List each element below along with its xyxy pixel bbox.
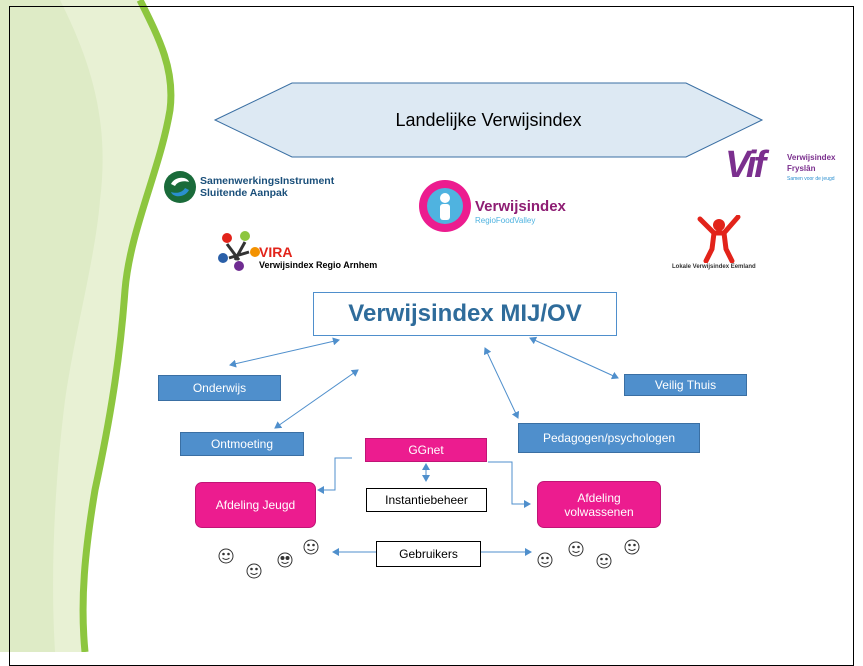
fryslan-mark: Vif [725, 144, 766, 186]
national-index-label: Landelijke Verwijsindex [395, 109, 582, 130]
smiley-icon [568, 541, 584, 557]
vira-logo: VIRA Verwijsindex Regio Arnhem [215, 230, 405, 274]
smiley-icon [277, 552, 293, 568]
samenwerking-line2: Sluitende Aanpak [200, 187, 288, 199]
arrow-index-veilig-thuis [529, 336, 619, 380]
foodvalley-subtitle: RegioFoodValley [475, 216, 536, 225]
samenwerking-logo: SamenwerkingsInstrument Sluitende Aanpak [163, 170, 353, 206]
samenwerking-emblem-icon [164, 171, 196, 203]
smiley-icon [303, 539, 319, 555]
arrow-ggnet-volwassenen [488, 461, 531, 508]
veilig-thuis-box: Veilig Thuis [624, 374, 747, 396]
smiley-icon [218, 548, 234, 564]
afdeling-volwassenen-box: Afdeling volwassenen [537, 481, 661, 528]
foodvalley-emblem-icon [419, 180, 471, 232]
ggnet-box: GGnet [365, 438, 487, 462]
national-index-hexagon [213, 82, 764, 158]
foodvalley-title: Verwijsindex [475, 198, 566, 215]
main-index-title: Verwijsindex MIJ/OV [313, 292, 617, 336]
vira-subtitle: Verwijsindex Regio Arnhem [259, 260, 378, 270]
users-smileys [218, 539, 640, 579]
fryslan-logo: Vif Verwijsindex Fryslân Samen voor de j… [725, 144, 855, 192]
smiley-icon [596, 553, 612, 569]
onderwijs-box: Onderwijs [158, 375, 281, 401]
arrow-index-pedagogen [483, 347, 520, 419]
smiley-icon [624, 539, 640, 555]
smiley-icon [246, 563, 262, 579]
vira-emblem-icon [218, 231, 260, 271]
ontmoeting-box: Ontmoeting [180, 432, 304, 456]
foodvalley-logo: Verwijsindex RegioFoodValley [417, 178, 566, 234]
eemland-label: Lokale Verwijsindex Eemland [672, 264, 756, 270]
fryslan-tagline: Samen voor de jeugd [787, 176, 835, 182]
smiley-icon [537, 552, 553, 568]
connector-arrows [229, 336, 619, 556]
samenwerking-line1: SamenwerkingsInstrument [200, 175, 335, 187]
eemland-figure-icon [697, 215, 741, 263]
eemland-logo: Lokale Verwijsindex Eemland [672, 215, 812, 275]
pedagogen-box: Pedagogen/psychologen [518, 423, 700, 453]
instantiebeheer-box: Instantiebeheer [366, 488, 487, 512]
fryslan-line2: Fryslân [787, 164, 816, 173]
afdeling-jeugd-box: Afdeling Jeugd [195, 482, 316, 528]
decorative-wave [0, 0, 175, 652]
arrow-index-ontmoeting [274, 369, 359, 429]
gebruikers-box: Gebruikers [376, 541, 481, 567]
arrow-ggnet-jeugd [317, 457, 352, 494]
fryslan-line1: Verwijsindex [787, 153, 836, 162]
vira-title: VIRA [259, 244, 293, 260]
arrow-index-onderwijs [229, 337, 340, 368]
